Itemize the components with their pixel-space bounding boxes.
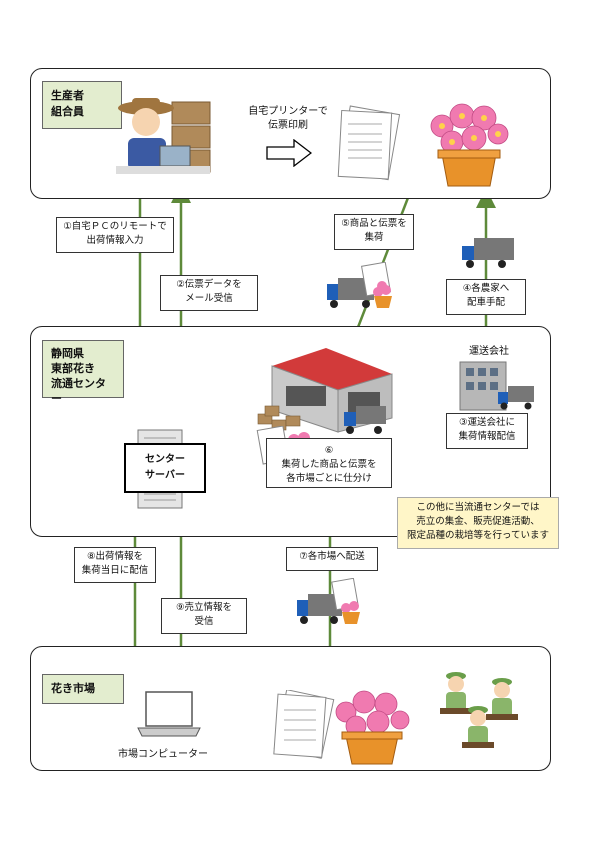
step1-box: ①自宅ＰＣのリモートで出荷情報入力 — [56, 217, 174, 253]
transport-building-icon — [459, 361, 534, 411]
step5-box: ⑤商品と伝票を集荷 — [334, 214, 414, 250]
center-tag: 静岡県東部花き流通センター — [42, 340, 124, 405]
truck-with-flowers-icon — [327, 262, 392, 308]
transport-company-label: 運送会社 — [469, 346, 509, 357]
center-activities-note: この他に当流通センターでは売立の集金、販売促進活動、限定品種の栽培等を行っていま… — [397, 497, 559, 549]
step8-box: ⑧出荷情報を集荷当日に配信 — [74, 547, 156, 583]
laptop-icon — [137, 691, 201, 737]
shipping-slip-icon — [337, 105, 401, 181]
producer-tag: 生産者組合員 — [42, 81, 122, 129]
step7-box: ⑦各市場へ配送 — [286, 547, 378, 571]
step9-box: ⑨売立情報を受信 — [161, 598, 247, 634]
step2-box: ②伝票データをメール受信 — [160, 275, 258, 311]
warehouse-icon — [257, 348, 393, 434]
step4-box: ④各農家へ配車手配 — [446, 279, 526, 315]
printer-label: 自宅プリンターで伝票印刷 — [248, 106, 328, 131]
truck-icon — [462, 238, 514, 268]
farmer-pc-illustration — [116, 98, 211, 174]
delivery-truck-icon — [297, 578, 360, 624]
market-computer-label: 市場コンピューター — [118, 749, 208, 760]
step3-box: ③運送会社に集荷情報配信 — [446, 413, 528, 449]
arrow-right-icon — [266, 139, 312, 167]
market-flower-pot-icon — [335, 690, 410, 765]
flower-pot-icon — [430, 103, 509, 187]
market-tag: 花き市場 — [42, 674, 124, 704]
slip-stack-icon — [273, 690, 335, 759]
auction-buyers-icon — [440, 672, 518, 748]
center-server: センターサーバー — [124, 443, 206, 493]
